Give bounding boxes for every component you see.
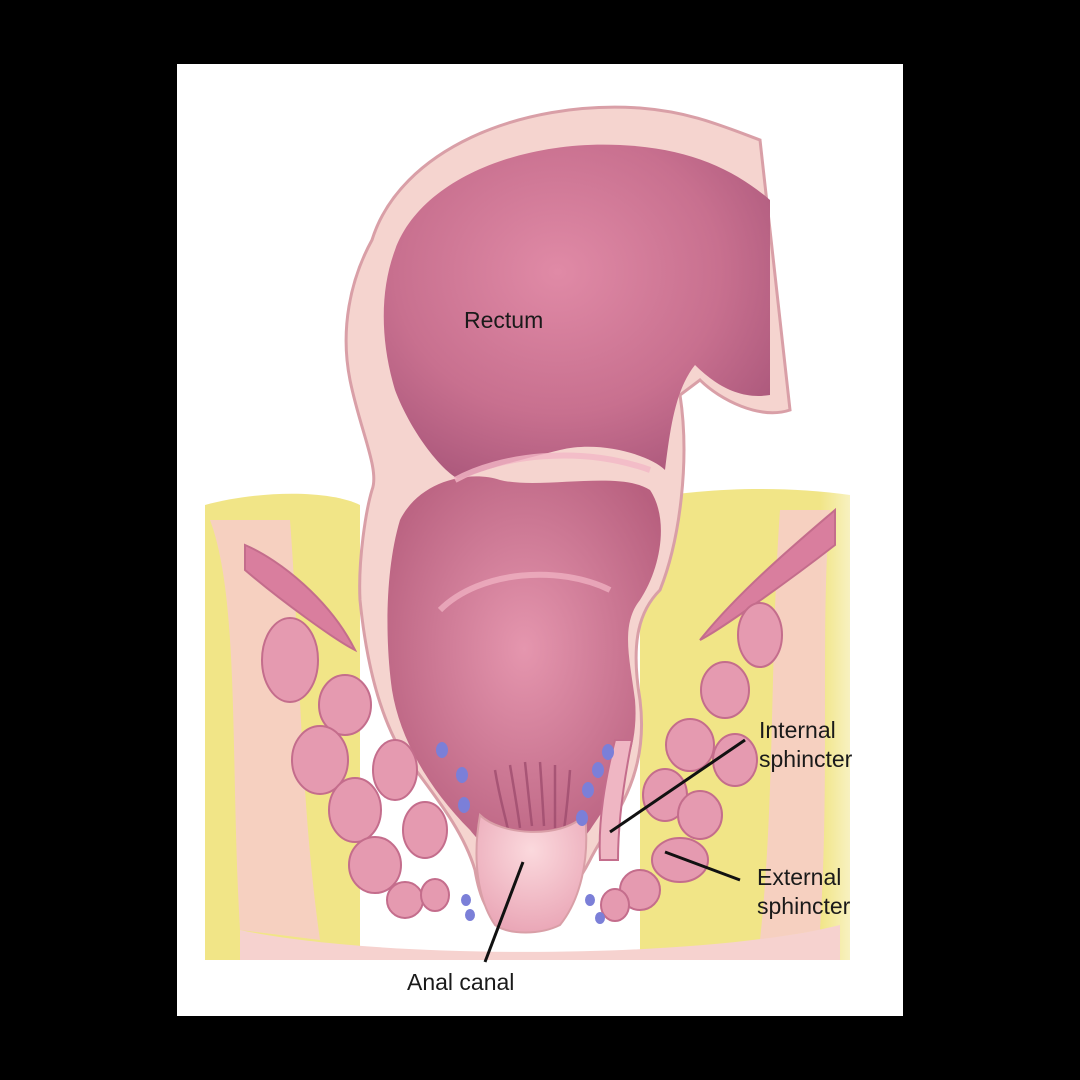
vessels-left xyxy=(436,742,475,921)
bottom-tissue xyxy=(240,925,840,960)
leader-internal-sphincter xyxy=(609,738,746,834)
label-anal-canal: Anal canal xyxy=(407,969,515,995)
leader-anal-canal xyxy=(483,861,525,963)
rectum-lumen-lower xyxy=(387,476,661,860)
rectal-fold-1 xyxy=(453,452,652,483)
left-sphincter-muscles xyxy=(244,543,450,919)
label-external-sphincter-line1: External xyxy=(757,864,842,890)
label-internal-sphincter-line1: Internal xyxy=(759,717,836,743)
anal-canal-shape xyxy=(475,812,588,934)
label-rectum: Rectum xyxy=(464,307,544,333)
rectal-fold-2 xyxy=(437,571,612,613)
fat-tissue-fade xyxy=(820,490,880,960)
right-sphincter-muscles xyxy=(600,507,836,922)
vessels-right xyxy=(576,744,614,924)
leader-external-sphincter xyxy=(664,850,741,882)
label-external-sphincter-line2: sphincter xyxy=(757,893,851,919)
label-internal-sphincter-line2: sphincter xyxy=(759,746,853,772)
anal-columns xyxy=(493,761,572,831)
internal-sphincter-strip xyxy=(598,739,634,861)
rectum-lumen-upper xyxy=(383,144,770,480)
